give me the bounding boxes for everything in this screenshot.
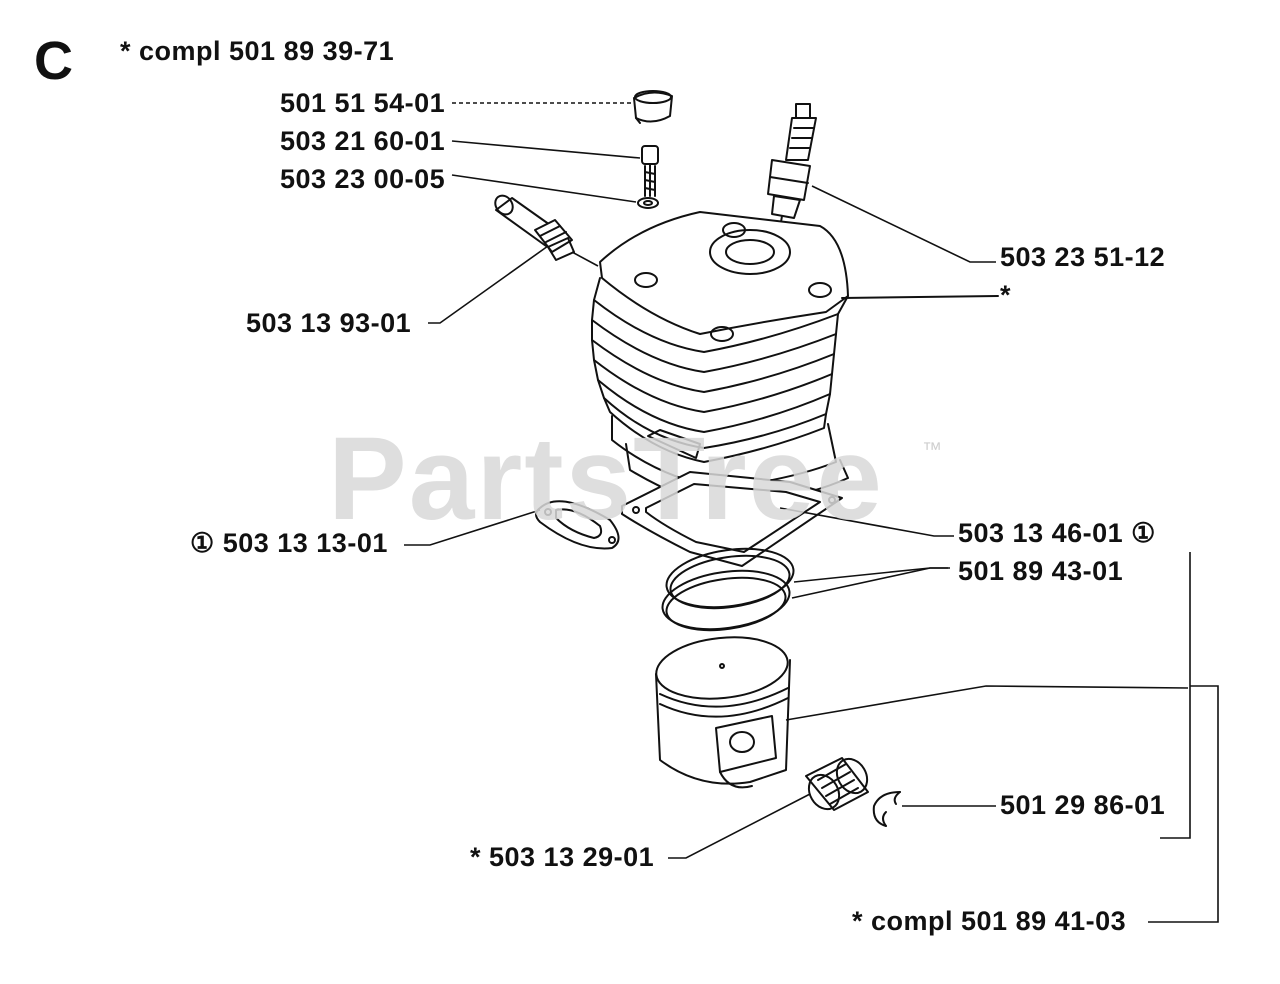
part-label-decomp-valve: 503 13 93-01 (246, 308, 412, 338)
bolt-part (641, 145, 659, 197)
part-label-cap: 501 51 54-01 (280, 88, 446, 118)
washer-part (637, 197, 659, 209)
part-label-exhaust-gasket: ① 503 13 13-01 (190, 528, 388, 558)
cap-part (633, 90, 673, 124)
cylinder-gasket-part (621, 471, 843, 567)
part-label-piston-rings: 501 89 43-01 (958, 556, 1124, 586)
piston-part (655, 636, 791, 789)
needle-bearing-part (805, 757, 869, 811)
circlip-part (872, 791, 901, 827)
part-label-cylinder-gasket: 503 13 46-01 ① (958, 518, 1156, 548)
part-label-bolt: 503 21 60-01 (280, 126, 446, 156)
exhaust-gasket-part (535, 500, 620, 550)
part-label-needle-bearing: * 503 13 29-01 (470, 842, 655, 872)
section-letter: C (34, 31, 73, 91)
assembly-label-header: * compl 501 89 39-71 (120, 36, 395, 66)
piston-rings-part (661, 547, 795, 632)
part-label-cylinder-star: * (1000, 280, 1012, 310)
leader-lines (404, 102, 1219, 923)
assembly-label-piston-kit: * compl 501 89 41-03 (852, 906, 1127, 936)
part-label-circlip: 501 29 86-01 (1000, 790, 1166, 820)
spark-plug-part (767, 103, 817, 229)
trademark-mark: ™ (922, 439, 942, 461)
decomp-valve-part (494, 194, 575, 261)
watermark: PartsTree (328, 413, 884, 545)
part-label-washer: 503 23 00-05 (280, 164, 446, 194)
part-label-spark-plug: 503 23 51-12 (1000, 242, 1166, 272)
